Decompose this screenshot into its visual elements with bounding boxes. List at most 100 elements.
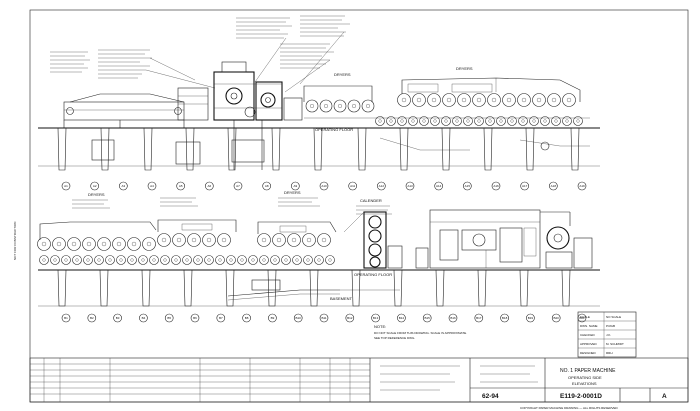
dryer-cylinder <box>39 255 49 265</box>
basement-pier <box>143 127 153 171</box>
revision-grid <box>30 358 370 402</box>
dryer-cylinder <box>518 116 528 126</box>
dryer-cylinder <box>502 93 516 107</box>
basement-pier <box>225 269 235 307</box>
bay-marker <box>422 313 432 323</box>
bay-marker-label: B7 <box>219 316 223 320</box>
basement-pier <box>483 127 493 171</box>
drawing-number: E119-2-0001D <box>560 393 602 400</box>
basement-pier <box>313 127 323 171</box>
calender-stack <box>343 211 403 269</box>
dryer-cylinder <box>333 99 347 113</box>
dryer-cylinder <box>317 233 331 247</box>
dryer-cylinder <box>67 237 81 251</box>
basement-pier <box>570 127 580 171</box>
basement-pier <box>267 269 277 307</box>
dryer-cylinder <box>540 116 550 126</box>
bay-marker <box>319 181 329 191</box>
bay-marker-label: B9 <box>271 316 275 320</box>
dryer-cylinder <box>226 255 236 265</box>
dryer-cylinder <box>138 255 148 265</box>
dryer-cylinder <box>562 93 576 107</box>
dryer-cylinder <box>507 116 517 126</box>
basement-pier <box>561 269 571 307</box>
basement-pier <box>441 127 451 171</box>
dryer-cylinder <box>37 237 51 251</box>
job-number: 62-94 <box>482 393 499 400</box>
bay-marker <box>87 313 97 323</box>
dryer-cylinder <box>547 93 561 107</box>
basement-pier <box>525 127 535 171</box>
bay-marker <box>205 181 214 191</box>
basement-pier <box>519 269 529 307</box>
dryer-cylinder <box>441 116 451 126</box>
bay-marker <box>164 313 174 323</box>
basement-pier <box>57 127 67 171</box>
bay-marker <box>293 313 303 323</box>
info-label-designed: DESIGNED <box>580 351 597 355</box>
section-label-dryers-bottom-left: DRYERS <box>88 192 105 197</box>
dryer-cylinder <box>386 116 396 126</box>
info-block: SCALE DWN. NAME CHECKED APPROVED DESIGNE… <box>577 311 637 358</box>
notes-title: NOTE: <box>374 324 386 329</box>
callout-leaders-top <box>145 31 345 93</box>
dryer-cylinder <box>452 116 462 126</box>
dryer-cylinder <box>149 255 159 265</box>
dryer-cylinder <box>112 237 126 251</box>
bay-marker <box>216 313 226 323</box>
dryer-cylinder <box>517 93 531 107</box>
copyright-text: COPYRIGHT PAPER MACHINE DRAWING — ALL RI… <box>520 406 618 410</box>
bay-marker-label: A4 <box>150 184 154 188</box>
bay-marker <box>348 181 357 191</box>
bay-marker-label: B12 <box>347 316 353 320</box>
dryer-cylinder <box>305 99 319 113</box>
dryer-cylinder <box>204 255 214 265</box>
dryer-cylinder <box>419 116 429 126</box>
basement-pier <box>393 269 403 307</box>
dryer-cylinder <box>202 233 216 247</box>
bay-marker <box>262 181 271 191</box>
dryer-cylinder <box>562 116 572 126</box>
dryer-cylinder <box>72 255 82 265</box>
bay-marker-label: A7 <box>236 184 240 188</box>
dryer-cylinder <box>472 93 486 107</box>
dryer-cylinder <box>215 255 225 265</box>
basement-pier <box>141 269 151 307</box>
dryer-cylinder <box>319 99 333 113</box>
bay-marker <box>61 181 71 191</box>
info-label-checked: CHECKED <box>580 333 596 337</box>
title-line-2: OPERATING SIDE <box>568 375 602 380</box>
dryer-cylinder <box>187 233 201 247</box>
section-label-dryers-bottom-mid: DRYERS <box>284 190 301 195</box>
bay-marker <box>405 181 415 191</box>
dryer-cylinder <box>50 255 60 265</box>
dryer-cylinder <box>127 237 141 251</box>
bay-marker <box>61 313 71 323</box>
dryer-cylinder <box>83 255 93 265</box>
bay-marker-label: A15 <box>465 184 471 188</box>
dryer-cylinder <box>182 255 192 265</box>
bay-marker <box>119 181 128 191</box>
dryer-cylinder <box>272 233 286 247</box>
bay-marker <box>491 181 501 191</box>
info-value-approved: M. SCHMIDT <box>606 342 624 346</box>
bay-marker-label: B14 <box>399 316 405 320</box>
notes-line-1: DO NOT SCALE FROM THIS DRAWING. SCALE IS… <box>374 331 467 335</box>
reel-section <box>415 209 593 269</box>
info-label-dwn: DWN. NAME <box>580 324 598 328</box>
bay-marker-label: B10 <box>296 316 302 320</box>
top-basement-piers <box>57 127 580 171</box>
dryer-cylinder <box>127 255 137 265</box>
bay-marker <box>500 313 509 323</box>
basement-pier <box>309 269 319 307</box>
bay-marker <box>139 313 148 323</box>
forming-section <box>63 87 209 128</box>
bay-marker-label: B5 <box>167 316 171 320</box>
bay-marker-label: A6 <box>207 184 211 188</box>
revision-letter: A <box>662 393 667 400</box>
bay-marker <box>291 181 300 191</box>
bay-marker <box>319 313 329 323</box>
basement-pier <box>227 127 237 171</box>
bottom-basement-equipment <box>38 279 600 307</box>
